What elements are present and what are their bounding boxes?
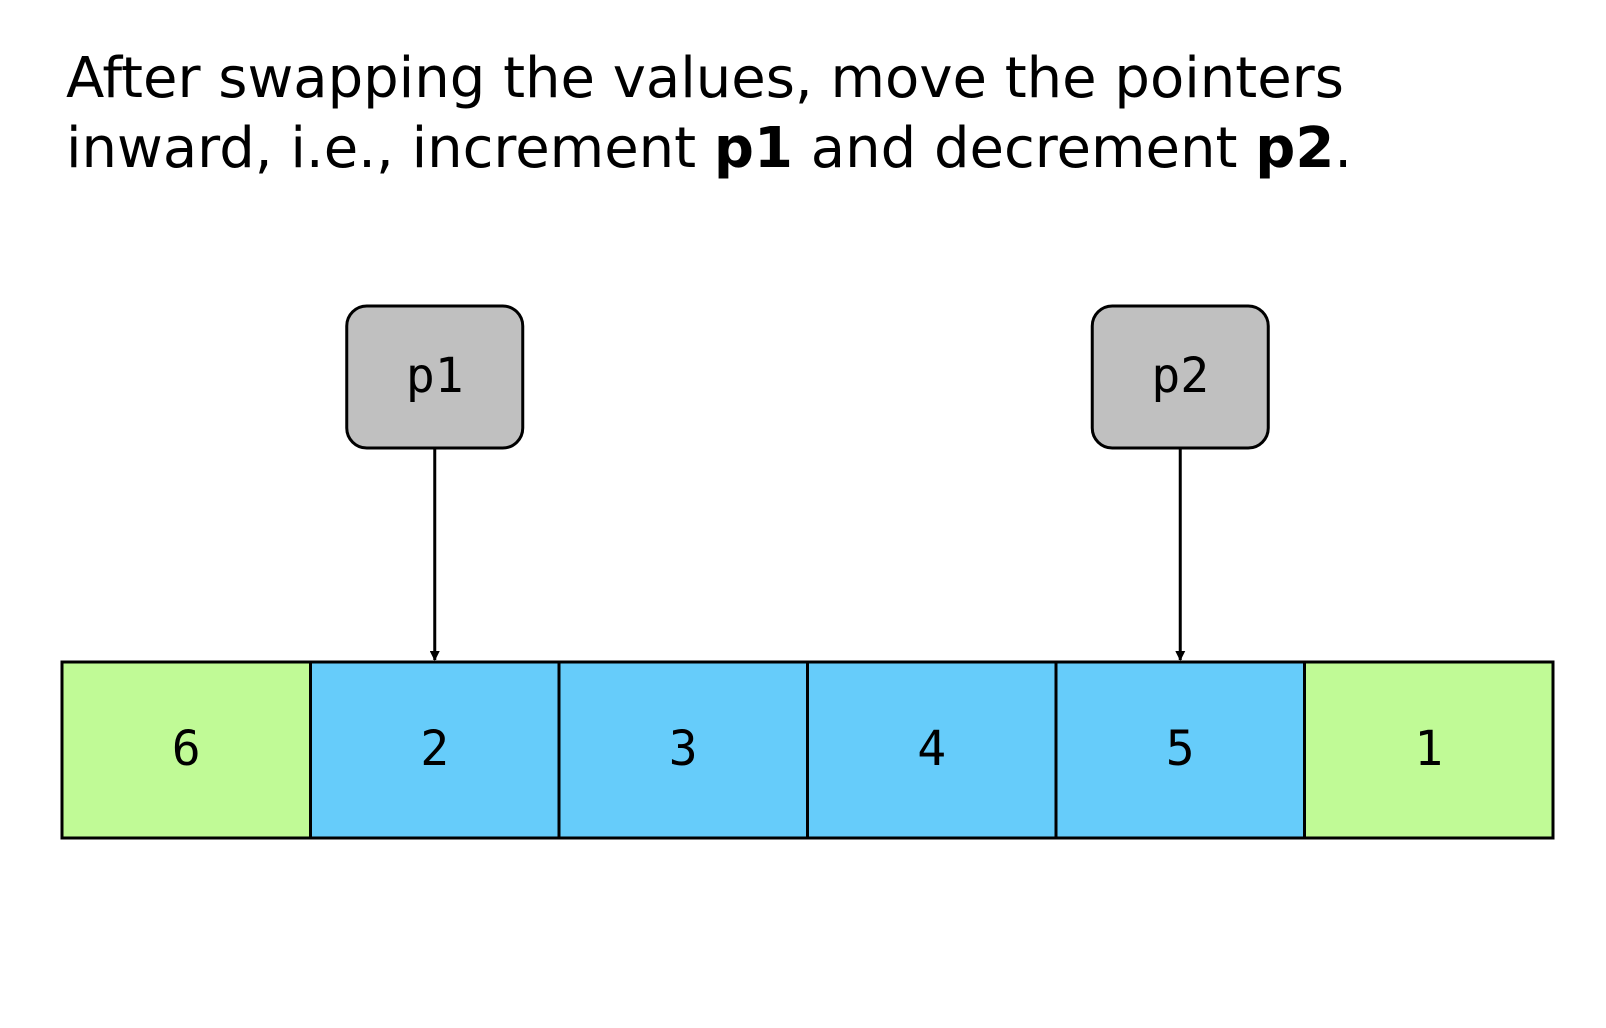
array-cell-box (806, 660, 1058, 840)
array-cell: 5 (1054, 660, 1306, 840)
pointers: p1 p2 (345, 304, 1270, 661)
caption-p1: p1 (713, 116, 793, 181)
array-cell-value: 3 (669, 721, 698, 777)
array-cell-box (1303, 660, 1555, 840)
pointer-label: p1 (406, 348, 464, 404)
caption-p2: p2 (1255, 116, 1335, 181)
caption-line-1: After swapping the values, move the poin… (66, 46, 1344, 111)
array-cell-value: 5 (1166, 721, 1195, 777)
caption-line-2-prefix: inward, i.e., increment (66, 116, 714, 181)
caption-line-2-middle: and decrement (792, 116, 1256, 181)
array: 6 2 3 4 5 1 (60, 660, 1555, 840)
pointer-p2: p2 (1090, 304, 1270, 661)
array-cell-value: 2 (420, 721, 449, 777)
array-cell: 4 (806, 660, 1058, 840)
caption: After swapping the values, move the poin… (66, 44, 1526, 184)
array-cell: 6 (60, 660, 312, 840)
array-cell: 1 (1303, 660, 1555, 840)
array-cell: 3 (557, 660, 809, 840)
array-cell-value: 1 (1414, 721, 1443, 777)
array-cell-box (1054, 660, 1306, 840)
caption-line-2-suffix: . (1334, 116, 1353, 181)
pointer-label: p2 (1151, 348, 1209, 404)
pointer-p1: p1 (345, 304, 525, 661)
array-cell: 2 (309, 660, 561, 840)
array-cell-value: 6 (172, 721, 201, 777)
array-cell-value: 4 (917, 721, 946, 777)
